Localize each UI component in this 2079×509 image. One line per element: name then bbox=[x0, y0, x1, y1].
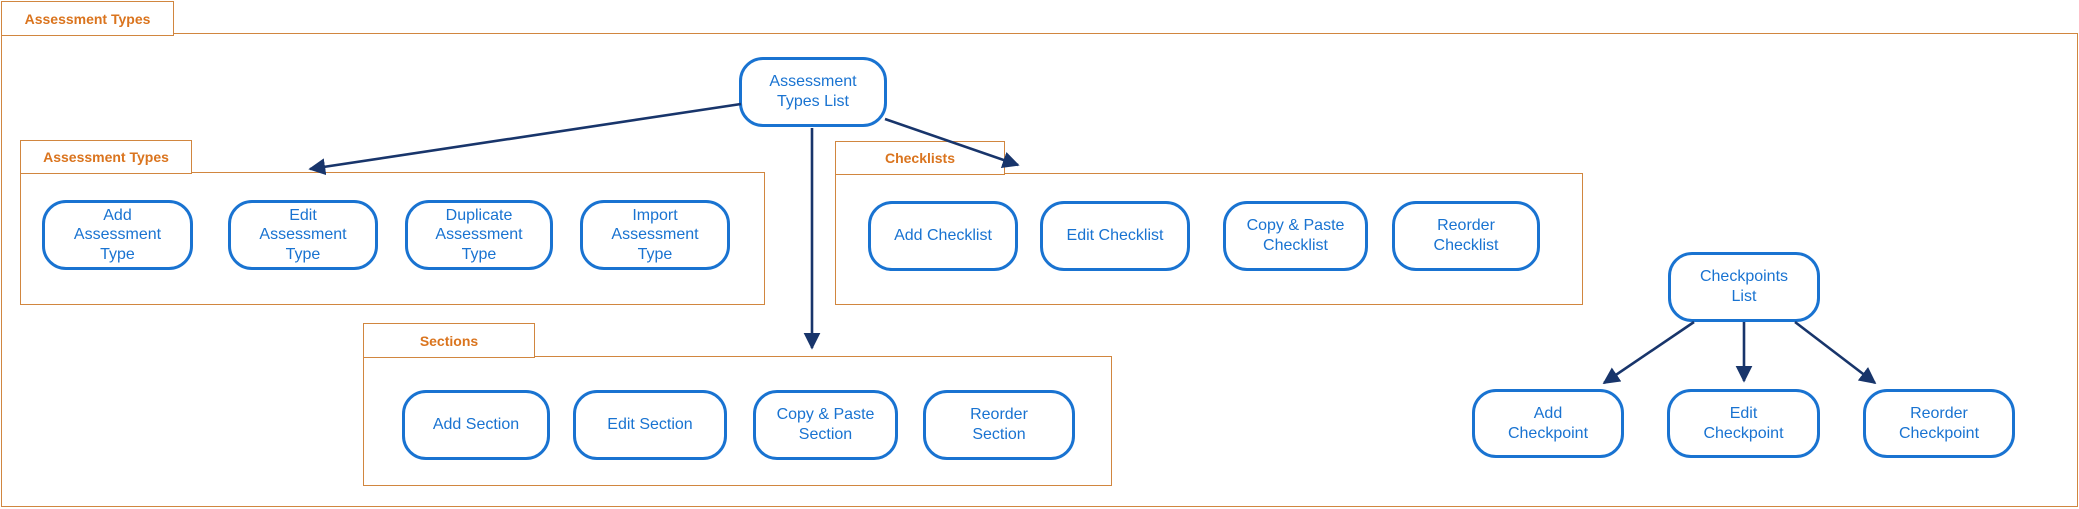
group-tab-checklists-label: Checklists bbox=[884, 150, 956, 166]
node-edit-section[interactable]: Edit Section bbox=[573, 390, 727, 460]
outer-frame-tab: Assessment Types bbox=[1, 1, 174, 36]
node-add-checklist-label: Add Checklist bbox=[894, 227, 992, 245]
node-edit-checkpoint[interactable]: Edit Checkpoint bbox=[1667, 389, 1820, 458]
node-reorder-checkpoint[interactable]: Reorder Checkpoint bbox=[1863, 389, 2015, 458]
node-duplicate-assessment-type-label: Duplicate Assessment Type bbox=[435, 206, 523, 263]
node-edit-assessment-type-label: Edit Assessment Type bbox=[259, 206, 347, 263]
group-tab-sections-label: Sections bbox=[419, 332, 479, 349]
node-copy-paste-checklist-label: Copy & Paste Checklist bbox=[1246, 217, 1345, 254]
group-tab-assessment-types[interactable]: Assessment Types bbox=[20, 140, 192, 174]
node-copy-paste-checklist[interactable]: Copy & Paste Checklist bbox=[1223, 201, 1368, 271]
node-assessment-types-list[interactable]: Assessment Types List bbox=[739, 57, 887, 127]
node-add-checkpoint-label: Add Checkpoint bbox=[1507, 404, 1589, 442]
node-edit-checkpoint-label: Edit Checkpoint bbox=[1703, 404, 1784, 442]
node-copy-paste-section[interactable]: Copy & Paste Section bbox=[753, 390, 898, 460]
group-tab-sections[interactable]: Sections bbox=[363, 323, 535, 358]
node-add-checklist[interactable]: Add Checklist bbox=[868, 201, 1018, 271]
node-edit-section-label: Edit Section bbox=[607, 416, 693, 434]
node-edit-assessment-type[interactable]: Edit Assessment Type bbox=[228, 200, 378, 270]
group-tab-assessment-types-label: Assessment Types bbox=[43, 149, 169, 165]
node-add-assessment-type-label: Add Assessment Type bbox=[73, 206, 162, 263]
node-checkpoints-list[interactable]: Checkpoints List bbox=[1668, 252, 1820, 322]
node-duplicate-assessment-type[interactable]: Duplicate Assessment Type bbox=[405, 200, 553, 270]
node-edit-checklist-label: Edit Checklist bbox=[1066, 227, 1164, 245]
node-edit-checklist[interactable]: Edit Checklist bbox=[1040, 201, 1190, 271]
node-import-assessment-type-label: Import Assessment Type bbox=[611, 206, 699, 263]
node-reorder-section-label: Reorder Section bbox=[970, 406, 1028, 443]
node-copy-paste-section-label: Copy & Paste Section bbox=[776, 406, 875, 443]
node-reorder-section[interactable]: Reorder Section bbox=[923, 390, 1075, 460]
node-add-checkpoint[interactable]: Add Checkpoint bbox=[1472, 389, 1624, 458]
node-add-section-label: Add Section bbox=[432, 416, 520, 434]
node-reorder-checklist[interactable]: Reorder Checklist bbox=[1392, 201, 1540, 271]
node-reorder-checkpoint-label: Reorder Checkpoint bbox=[1898, 404, 1980, 442]
node-assessment-types-list-label: Assessment Types List bbox=[769, 73, 857, 110]
node-import-assessment-type[interactable]: Import Assessment Type bbox=[580, 200, 730, 270]
outer-frame-tab-label: Assessment Types bbox=[24, 10, 151, 27]
node-checkpoints-list-label: Checkpoints List bbox=[1699, 268, 1789, 305]
node-add-section[interactable]: Add Section bbox=[402, 390, 550, 460]
group-tab-checklists[interactable]: Checklists bbox=[835, 141, 1005, 175]
node-reorder-checklist-label: Reorder Checklist bbox=[1433, 217, 1499, 254]
node-add-assessment-type[interactable]: Add Assessment Type bbox=[42, 200, 193, 270]
